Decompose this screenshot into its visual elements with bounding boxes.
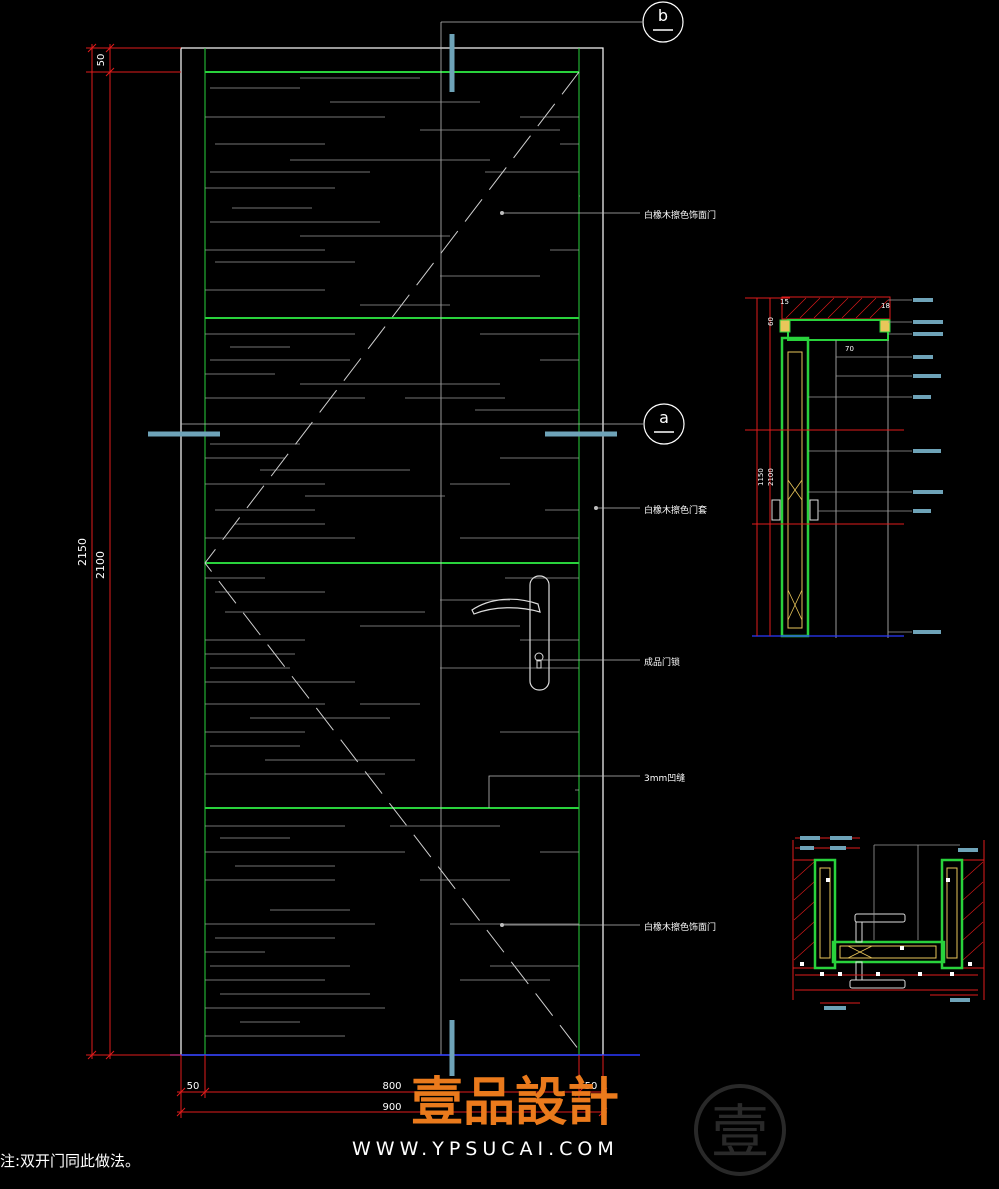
section-a-label: a (659, 408, 669, 427)
section-a-dimensions (745, 297, 790, 636)
section-b-bubble (642, 1, 684, 43)
watermark-url: WWW.YPSUCAI.COM (352, 1138, 619, 1160)
wall-right (961, 859, 985, 969)
door-handle-icon (471, 575, 550, 691)
head-trim-left (779, 319, 791, 333)
dim-right-jamb: 50 (585, 1081, 598, 1092)
vertical-dimensions (86, 43, 181, 1060)
callout-handle: 成品门锁 (644, 656, 680, 668)
callout-dot (500, 211, 504, 215)
section-b-label: b (658, 6, 668, 25)
section-a-dim-1150: 1150 (757, 468, 765, 486)
section-b-tag-boxes (800, 836, 978, 1010)
callout-door-panel-top: 白橡木擦色饰面门 (644, 209, 716, 221)
callout-dot (594, 506, 598, 510)
watermark: 壹品設計 WWW.YPSUCAI.COM 壹 (352, 1073, 786, 1176)
watermark-seal-icon: 壹 (694, 1084, 786, 1176)
dim-leaf-height: 2100 (94, 551, 107, 579)
dim-top-offset: 50 (96, 54, 107, 67)
horizontal-dimensions (176, 1055, 608, 1118)
section-a-tag-boxes (913, 298, 943, 634)
door-leaf-core (839, 945, 937, 959)
wood-grain-lines (205, 77, 580, 1037)
callout-leaders (488, 212, 640, 926)
watermark-brand: 壹品設計 (411, 1073, 619, 1133)
leaf-cross (847, 945, 873, 959)
section-a-dim-60: 60 (767, 317, 775, 326)
section-a-dim-18: 18 (881, 302, 890, 310)
jamb-right-core (946, 867, 958, 959)
dim-left-jamb: 50 (187, 1081, 200, 1092)
wall-hatch (793, 861, 984, 961)
handle-section-icon (809, 499, 819, 521)
door-elevation: b a 白橡木擦色饰面门 白橡木擦色门套 成品门锁 3mm凹 (76, 1, 716, 1118)
handle-section-icon (771, 499, 781, 521)
section-b-detail (792, 836, 985, 1010)
lintel-hatch (785, 297, 889, 319)
section-a-bubble (643, 403, 685, 445)
drawing-note: 注:双开门同此做法。 (0, 1152, 140, 1170)
dim-overall-height: 2150 (76, 538, 89, 566)
section-b-dimensions (792, 837, 985, 1004)
handle-plan-icon (849, 913, 906, 989)
core-cross (787, 479, 803, 621)
section-b-marks (800, 878, 972, 976)
door-core (787, 351, 803, 629)
door-frame-outline (180, 47, 604, 1056)
watermark-seal-char: 壹 (711, 1098, 769, 1166)
section-a-leaders (808, 299, 912, 633)
section-a-dim-2100: 2100 (767, 468, 775, 486)
dim-leaf-width: 800 (382, 1081, 401, 1092)
callout-dot (500, 923, 504, 927)
callout-door-panel-bottom: 白橡木擦色饰面门 (644, 921, 716, 933)
wall-left (792, 859, 816, 969)
jamb-left-core (819, 867, 831, 959)
jamb-right (940, 858, 964, 970)
section-a-dim-70: 70 (845, 345, 854, 353)
callout-groove: 3mm凹缝 (644, 772, 685, 784)
door-swing-line (204, 71, 580, 1051)
head-trim-right (879, 319, 891, 333)
door-leaf-section (780, 336, 810, 638)
jamb-left (813, 858, 837, 970)
door-leaf-plan (831, 940, 946, 964)
section-a-dim-15: 15 (780, 298, 789, 306)
section-a-detail: 15 18 60 70 1150 2100 (745, 296, 943, 638)
dim-overall-width: 900 (382, 1102, 401, 1113)
callout-door-frame: 白橡木擦色门套 (644, 504, 707, 516)
